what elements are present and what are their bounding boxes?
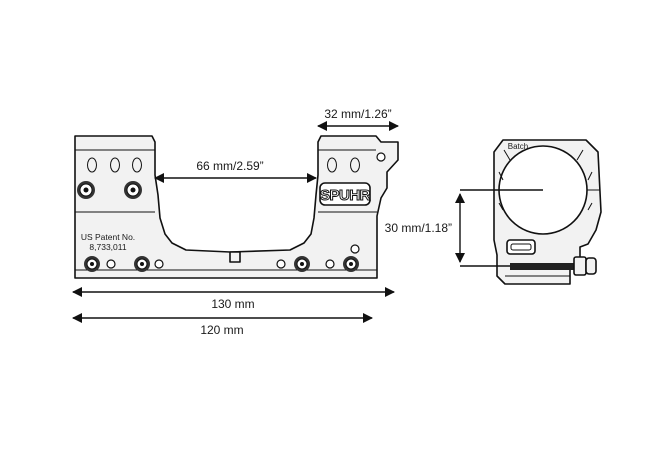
screw-icon	[350, 244, 360, 254]
dimension-overall-length: 130 mm	[72, 287, 395, 311]
dimension-ring-spacing: 66 mm/2.59”	[154, 159, 317, 183]
brand-mark: SPUHR	[320, 187, 371, 204]
screw-icon	[154, 259, 164, 269]
screw-icon	[376, 152, 386, 162]
batch-label: Batch	[508, 142, 528, 151]
cap-lines	[498, 149, 593, 211]
slot-icon	[87, 157, 97, 173]
patent-line-2: 8,733,011	[89, 242, 126, 252]
brand-logo	[319, 182, 371, 206]
mount-body	[74, 135, 399, 279]
dimension-height: 30 mm/1.18”	[385, 193, 465, 263]
clamp-knob	[585, 257, 597, 275]
slot-icon	[132, 157, 142, 173]
ring-screw-icon	[124, 181, 142, 199]
dimension-base-length: 120 mm	[72, 313, 373, 337]
window-slot-inner	[510, 243, 532, 251]
base-screw-icon	[343, 256, 359, 272]
slot-icon	[327, 157, 337, 173]
mount-side-view: SPUHR US Patent No. 8,733,011	[74, 135, 399, 279]
clamp-rod	[510, 263, 576, 270]
overall-length-label: 130 mm	[211, 297, 254, 311]
base-screw-icon	[294, 256, 310, 272]
screw-icon	[276, 259, 286, 269]
base-screw-icon	[84, 256, 100, 272]
ring-width-label: 32 mm/1.26”	[324, 107, 391, 121]
dimension-ring-width: 32 mm/1.26”	[317, 107, 399, 131]
slot-icon	[110, 157, 120, 173]
base-length-label: 120 mm	[200, 323, 243, 337]
patent-line-1: US Patent No.	[81, 232, 135, 242]
screw-icon	[106, 259, 116, 269]
screw-icon	[325, 259, 335, 269]
ring-screw-icon	[77, 181, 95, 199]
ring-spacing-label: 66 mm/2.59”	[196, 159, 263, 173]
height-label: 30 mm/1.18”	[385, 221, 452, 235]
mount-end-view: Batch	[493, 139, 602, 285]
slot-icon	[350, 157, 360, 173]
clamp-nut	[573, 256, 587, 276]
recoil-lug	[229, 251, 241, 263]
base-screw-icon	[134, 256, 150, 272]
